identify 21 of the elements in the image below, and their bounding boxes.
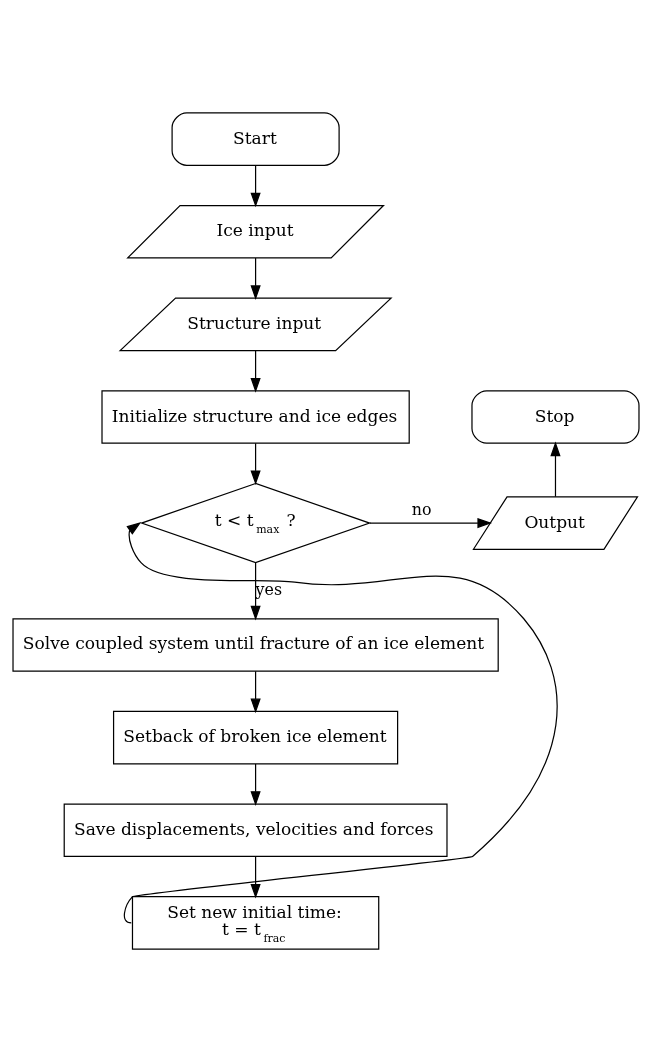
- node-box: Solve coupled system until fracture of an ice element: [12, 617, 499, 672]
- arrow: [250, 349, 261, 393]
- node-box: Stop: [471, 389, 640, 444]
- node-box: Set new initial time: t = t$_{frac}$: [131, 895, 380, 950]
- node-box: Setback of broken ice element: [113, 710, 399, 764]
- node-box: Start: [171, 111, 340, 166]
- node-box: Save displacements, velocities and forces: [63, 802, 448, 857]
- arrow: [250, 762, 261, 806]
- arrow: [369, 517, 493, 528]
- node-diamond: t < t$_{max}$ ?: [139, 482, 372, 563]
- arrow: [123, 521, 558, 923]
- edge-label: yes: [255, 579, 283, 599]
- arrow: [250, 442, 261, 485]
- arrow: [250, 670, 261, 713]
- edge-label: no: [411, 499, 432, 519]
- arrow: [250, 855, 261, 899]
- arrow: [550, 441, 561, 497]
- arrow: [250, 561, 261, 620]
- node-box: Initialize structure and ice edges: [101, 389, 410, 444]
- arrow: [250, 256, 261, 300]
- arrow: [250, 164, 261, 207]
